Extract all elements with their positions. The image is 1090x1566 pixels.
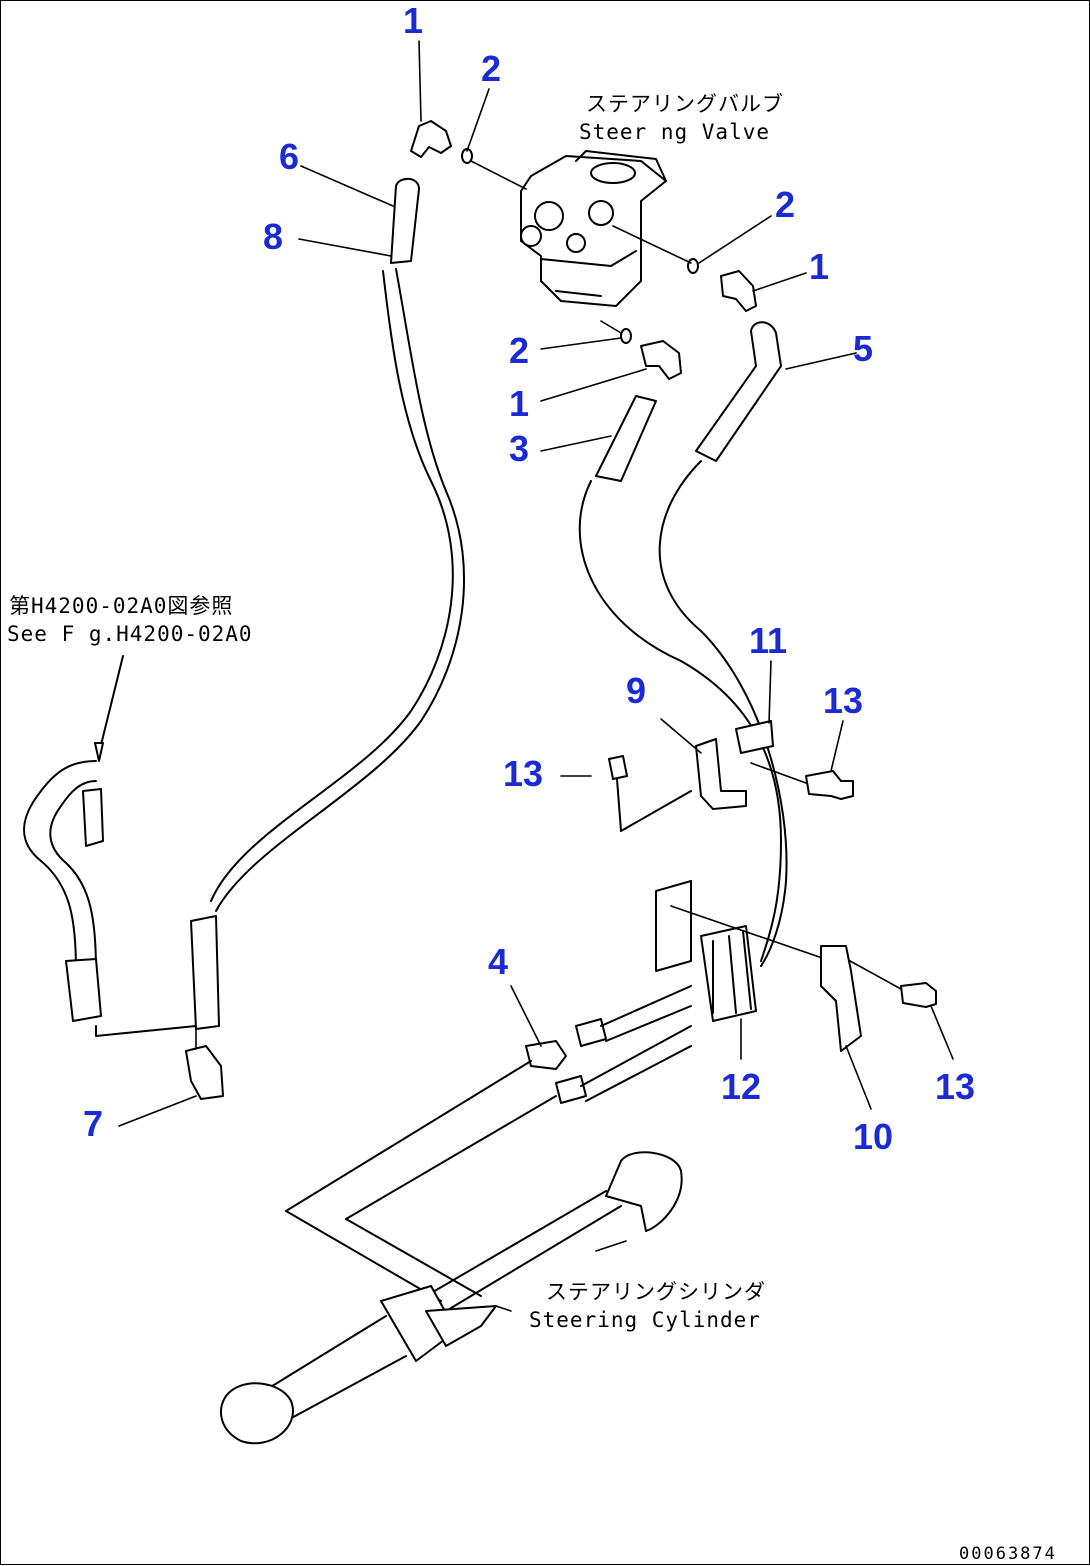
callout-12: 12	[721, 1066, 761, 1107]
callout-8: 8	[263, 216, 283, 257]
callout-11: 11	[749, 620, 787, 661]
cylinder-label-en: Steering Cylinder	[529, 1308, 761, 1332]
bracket-9	[695, 720, 774, 810]
cylinder-hoses	[285, 985, 692, 1302]
steering-valve	[520, 150, 667, 307]
callout-3: 3	[509, 428, 529, 469]
callout-1-mid: 1	[509, 383, 529, 424]
bolts-13	[608, 755, 937, 1008]
o-rings	[461, 148, 699, 344]
cylinder-label-jp: ステアリングシリンダ	[546, 1280, 766, 1304]
callout-1-top: 1	[403, 1, 423, 41]
mounting-block	[655, 880, 862, 1052]
callout-9: 9	[626, 670, 646, 711]
elbow-fittings	[410, 120, 757, 380]
fitting-7	[185, 1028, 224, 1100]
reference-label-jp: 第H4200-02A0図参照	[9, 594, 233, 618]
steering-cylinder	[220, 1151, 683, 1445]
hose-8	[190, 177, 466, 1030]
callout-2-right: 2	[775, 184, 795, 225]
callout-13-left: 13	[503, 753, 543, 794]
callout-2-mid: 2	[509, 330, 529, 371]
hose-3	[578, 395, 782, 962]
valve-label-jp: ステアリングバルブ	[586, 92, 784, 116]
callout-13-bottom: 13	[935, 1066, 975, 1107]
text-labels: ステアリングバルブ Steer ng Valve 第H4200-02A0図参照 …	[7, 92, 1057, 1564]
callout-2-top: 2	[481, 48, 501, 89]
reference-pipe	[23, 760, 197, 1037]
callout-6: 6	[279, 136, 299, 177]
callout-5: 5	[853, 328, 873, 369]
callout-1-right: 1	[809, 246, 829, 287]
callout-7: 7	[83, 1103, 103, 1144]
reference-label-en: See F g.H4200-02A0	[7, 622, 253, 646]
callout-4: 4	[488, 941, 508, 982]
hose-5	[658, 321, 788, 967]
callouts: 1 2 6 8 2 1 5 2 1 3 11 9 13 13 4 12 13 1…	[83, 1, 975, 1157]
drawing-code: 00063874	[959, 1544, 1057, 1564]
callout-10: 10	[853, 1116, 893, 1157]
leader-lines	[94, 40, 954, 1312]
valve-label-en: Steer ng Valve	[579, 120, 770, 144]
callout-13-right: 13	[823, 680, 863, 721]
